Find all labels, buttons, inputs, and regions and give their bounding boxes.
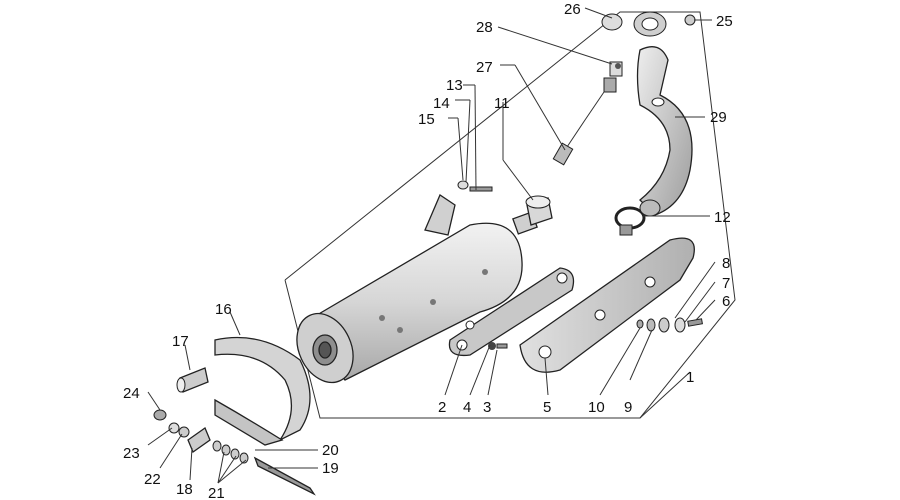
callout-24: 24 [123,385,140,402]
leader-lines [147,7,716,484]
callout-25: 25 [716,13,733,30]
silencer-body [296,194,538,384]
callout-2: 2 [438,399,446,416]
callout-17: 17 [172,333,189,350]
u-bracket [214,336,311,446]
callout-8: 8 [722,255,730,272]
callout-16: 16 [215,301,232,318]
callout-29: 29 [710,109,727,126]
callout-4: 4 [463,399,471,416]
callout-7: 7 [722,275,730,292]
rubber-bush [176,367,209,393]
callout-27: 27 [476,59,493,76]
heat-shield [519,237,695,373]
callout-13: 13 [446,77,463,94]
clamp [614,206,646,236]
callout-26: 26 [564,1,581,18]
callout-19: 19 [322,460,339,477]
callout-5: 5 [543,399,551,416]
callout-21: 21 [208,485,225,500]
callout-labels: 1 2 3 4 5 6 7 8 9 10 11 12 13 14 15 16 1… [123,1,733,500]
fasteners-3-4 [488,342,508,350]
exhaust-pipe [636,46,693,217]
oxygen-sensor [552,61,623,166]
mounting-bracket [448,267,575,357]
callout-11: 11 [494,95,510,112]
callout-14: 14 [433,95,450,112]
fasteners-6-10 [636,317,703,333]
callout-23: 23 [123,445,140,462]
callout-9: 9 [624,399,632,416]
callout-22: 22 [144,471,161,488]
callout-15: 15 [418,111,435,128]
callout-18: 18 [176,481,193,498]
bolt-13-15 [457,180,493,192]
callout-12: 12 [714,209,731,226]
flange-gasket [601,11,696,37]
callout-20: 20 [322,442,339,459]
callout-28: 28 [476,19,493,36]
assembly-outline [284,11,736,419]
sleeve [525,195,553,226]
callout-1: 1 [686,369,694,386]
callout-10: 10 [588,399,605,416]
callout-3: 3 [483,399,491,416]
callout-6: 6 [722,293,730,310]
